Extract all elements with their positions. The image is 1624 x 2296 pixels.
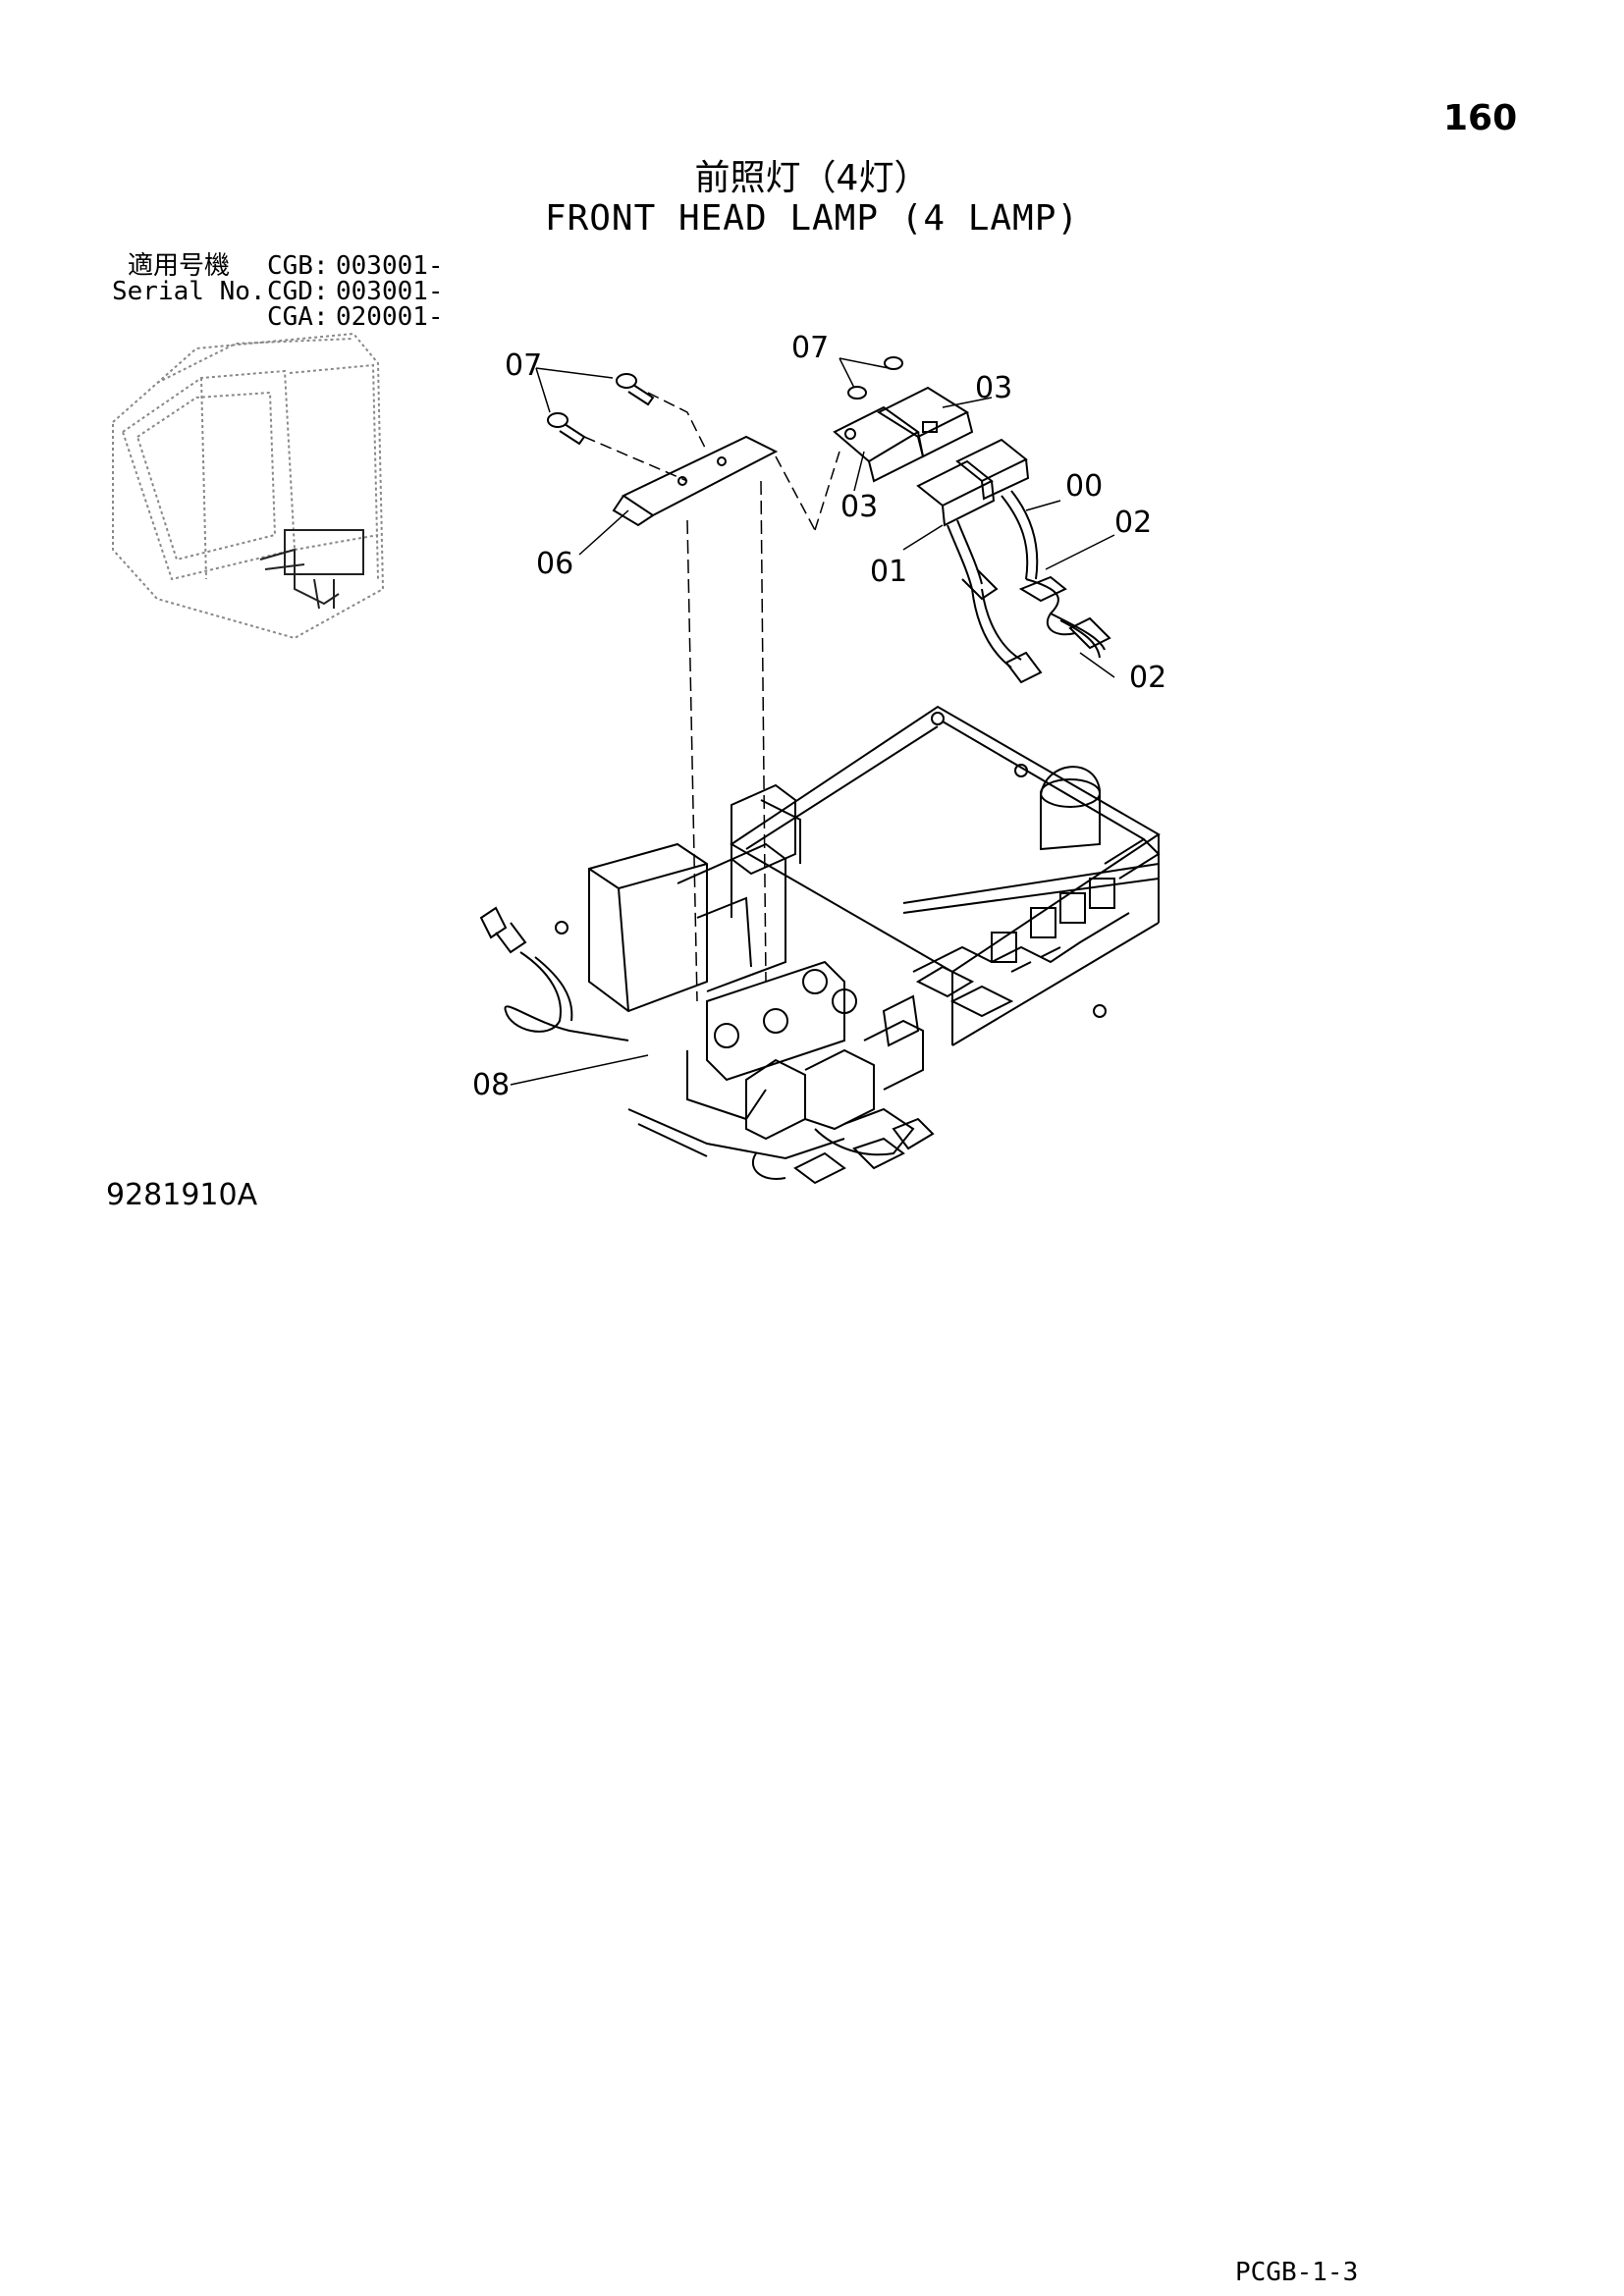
title-english: FRONT HEAD LAMP (4 LAMP): [544, 198, 1080, 239]
callout-03-bottom: 03: [840, 490, 878, 524]
side-cable: [479, 906, 629, 1041]
callout-06: 06: [536, 547, 573, 581]
title-japanese: 前照灯（4灯）: [694, 158, 930, 198]
callout-07-right: 07: [791, 331, 829, 365]
relays-03: [833, 356, 974, 483]
callout-02-lower: 02: [1129, 661, 1166, 695]
serial-model-1: CGB:: [267, 251, 329, 281]
harness-00: [916, 438, 1111, 684]
callout-07-left: 07: [505, 348, 542, 383]
serial-value-3: 020001-: [336, 302, 444, 332]
serial-label-jp: 適用号機: [128, 251, 231, 281]
screws-07-left: [547, 373, 655, 446]
page-number: 160: [1443, 98, 1518, 138]
callout-02-upper: 02: [1114, 506, 1152, 540]
serial-model-2: CGD:: [267, 277, 329, 306]
cab-thumbnail: [112, 332, 385, 640]
serial-value-2: 003001-: [336, 277, 444, 306]
callout-08: 08: [472, 1068, 510, 1102]
callout-01: 01: [870, 555, 907, 589]
callout-03-top: 03: [975, 371, 1012, 405]
serial-value-1: 003001-: [336, 251, 444, 281]
cab-thumbnail-detail: [259, 529, 364, 610]
fuse-box-assembly: [588, 705, 1161, 1185]
leader-lines: [510, 357, 1115, 1086]
bracket-06: [612, 435, 779, 527]
serial-model-3: CGA:: [267, 302, 329, 332]
drawing-code: 9281910A: [106, 1178, 258, 1212]
serial-label-en: Serial No.: [112, 277, 266, 306]
callout-00: 00: [1065, 469, 1103, 504]
footer-code: PCGB-1-3: [1235, 2258, 1359, 2287]
